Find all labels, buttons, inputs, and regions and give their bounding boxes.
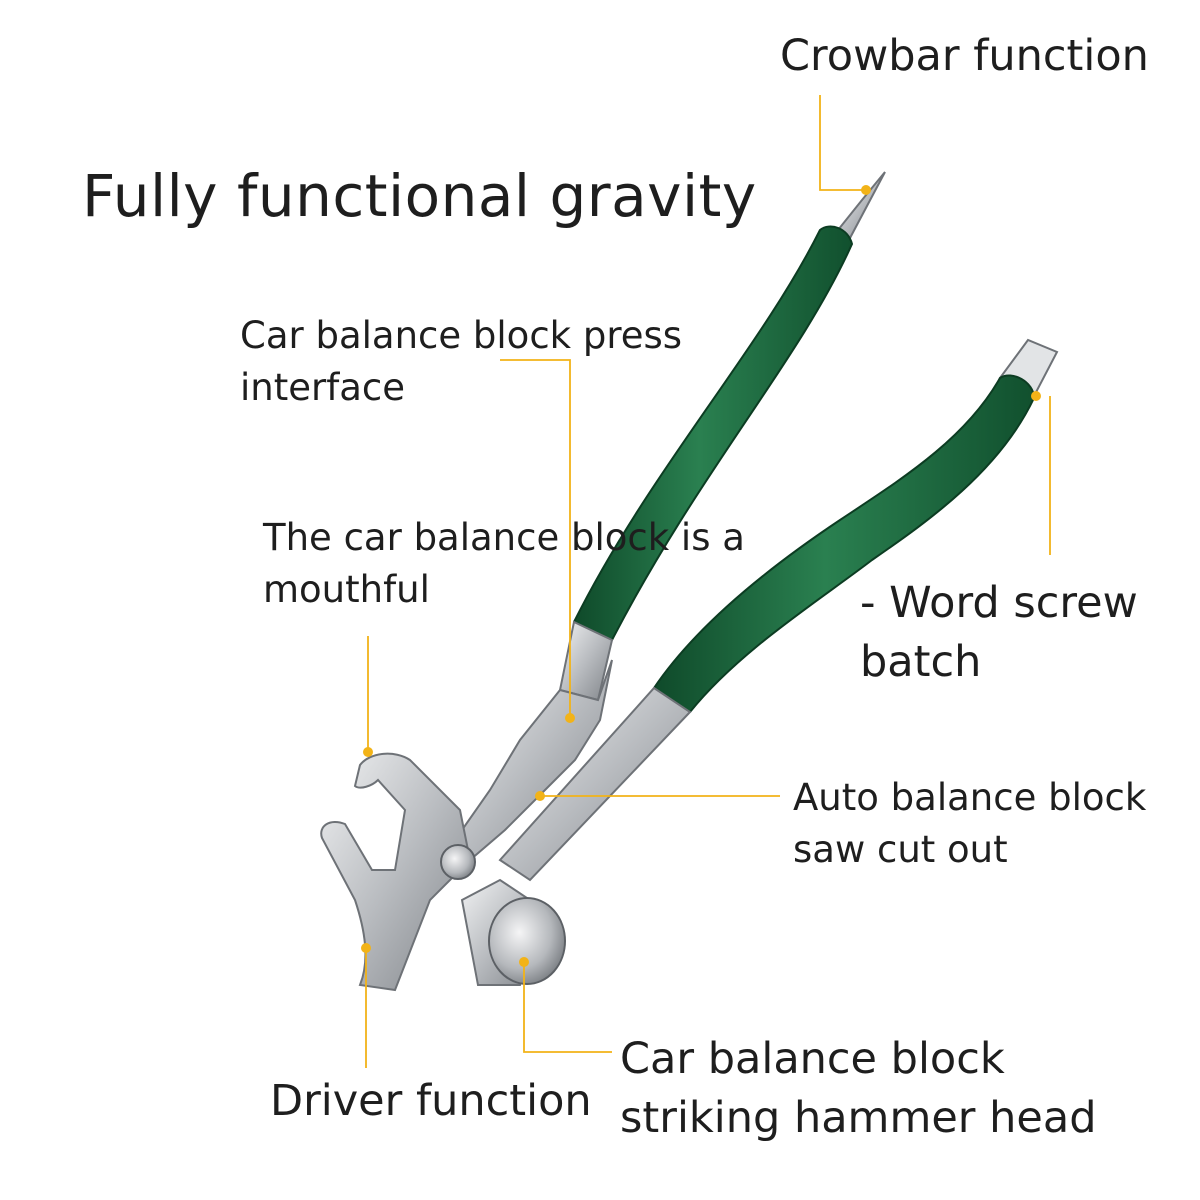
label-driver-function: Driver function [270,1076,592,1126]
right-handle [652,338,1059,715]
label-screw-batch-line-2: batch [860,637,982,688]
label-saw-cut: Auto balance block saw cut out [793,772,1146,876]
label-hammer-head: Car balance block striking hammer head [620,1030,1097,1149]
hammer-face [488,897,566,985]
label-mouthful-line-2: mouthful [263,567,430,611]
leader-dots [361,185,1041,967]
leader-crowbar [819,95,866,191]
label-screw-batch: - Word screw batch [860,574,1138,693]
label-screw-batch-line-1: - Word screw [860,578,1138,628]
label-mouthful: The car balance block is a mouthful [263,512,745,616]
page-title: Fully functional gravity [82,162,757,230]
label-mouthful-line-1: The car balance block is a [263,516,745,559]
jaw-body [453,659,613,862]
label-saw-cut-line-2: saw cut out [793,827,1008,871]
leader-press-interface [500,359,571,718]
claw-head [320,752,472,992]
label-hammer-head-line-2: striking hammer head [620,1093,1097,1144]
leader-hammer-head [523,962,612,1053]
label-press-interface-line-2: interface [240,365,406,409]
label-hammer-head-line-1: Car balance block [620,1034,1005,1084]
pivot-rivet [440,844,476,880]
right-shank [498,686,692,882]
label-saw-cut-line-1: Auto balance block [793,776,1147,819]
label-press-interface: Car balance block press interface [240,310,682,414]
label-press-interface-line-1: Car balance block press [240,314,683,357]
label-crowbar-function: Crowbar function [780,31,1149,81]
leader-lines [365,95,1051,1068]
